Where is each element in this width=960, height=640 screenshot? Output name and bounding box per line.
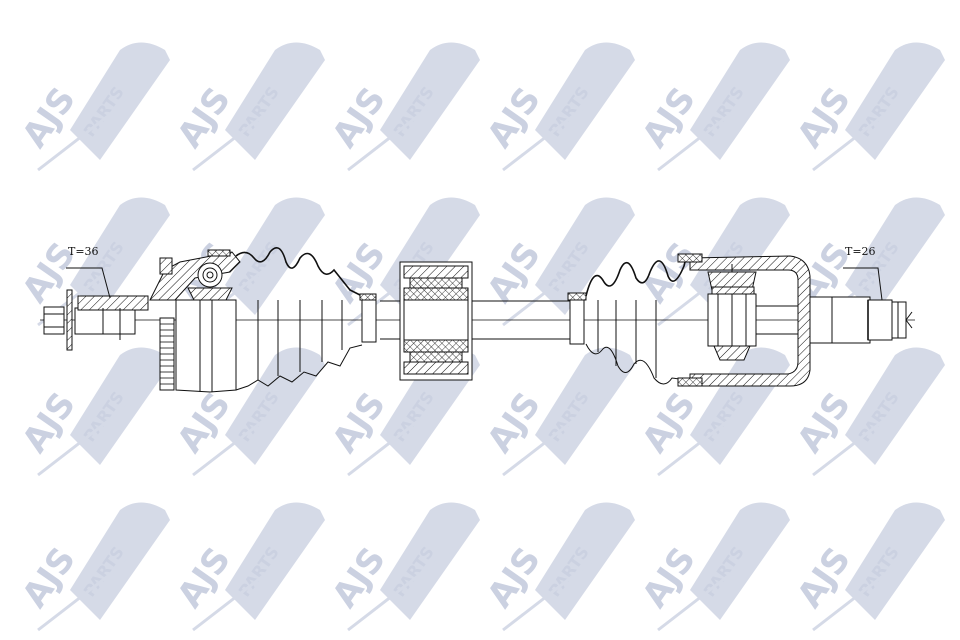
callout-t26-label: T=26 xyxy=(845,245,876,258)
abs-ring xyxy=(159,317,175,391)
callout-t36: T=36 xyxy=(66,245,111,299)
boot-clamp-outer xyxy=(359,293,377,343)
hub-nut xyxy=(43,306,65,335)
outer-boot xyxy=(235,246,363,391)
callout-t26: T=26 xyxy=(843,245,883,301)
inner-tripod-joint xyxy=(677,253,811,387)
washer xyxy=(66,289,73,351)
outer-cv-joint xyxy=(149,249,241,393)
boot-clamp-inner xyxy=(567,292,587,345)
transmission-side-stub-shaft xyxy=(809,296,913,344)
damper-mass xyxy=(399,261,473,381)
callout-t36-label: T=36 xyxy=(68,245,99,258)
inner-boot xyxy=(585,255,691,385)
wheel-side-stub-shaft xyxy=(74,295,149,340)
